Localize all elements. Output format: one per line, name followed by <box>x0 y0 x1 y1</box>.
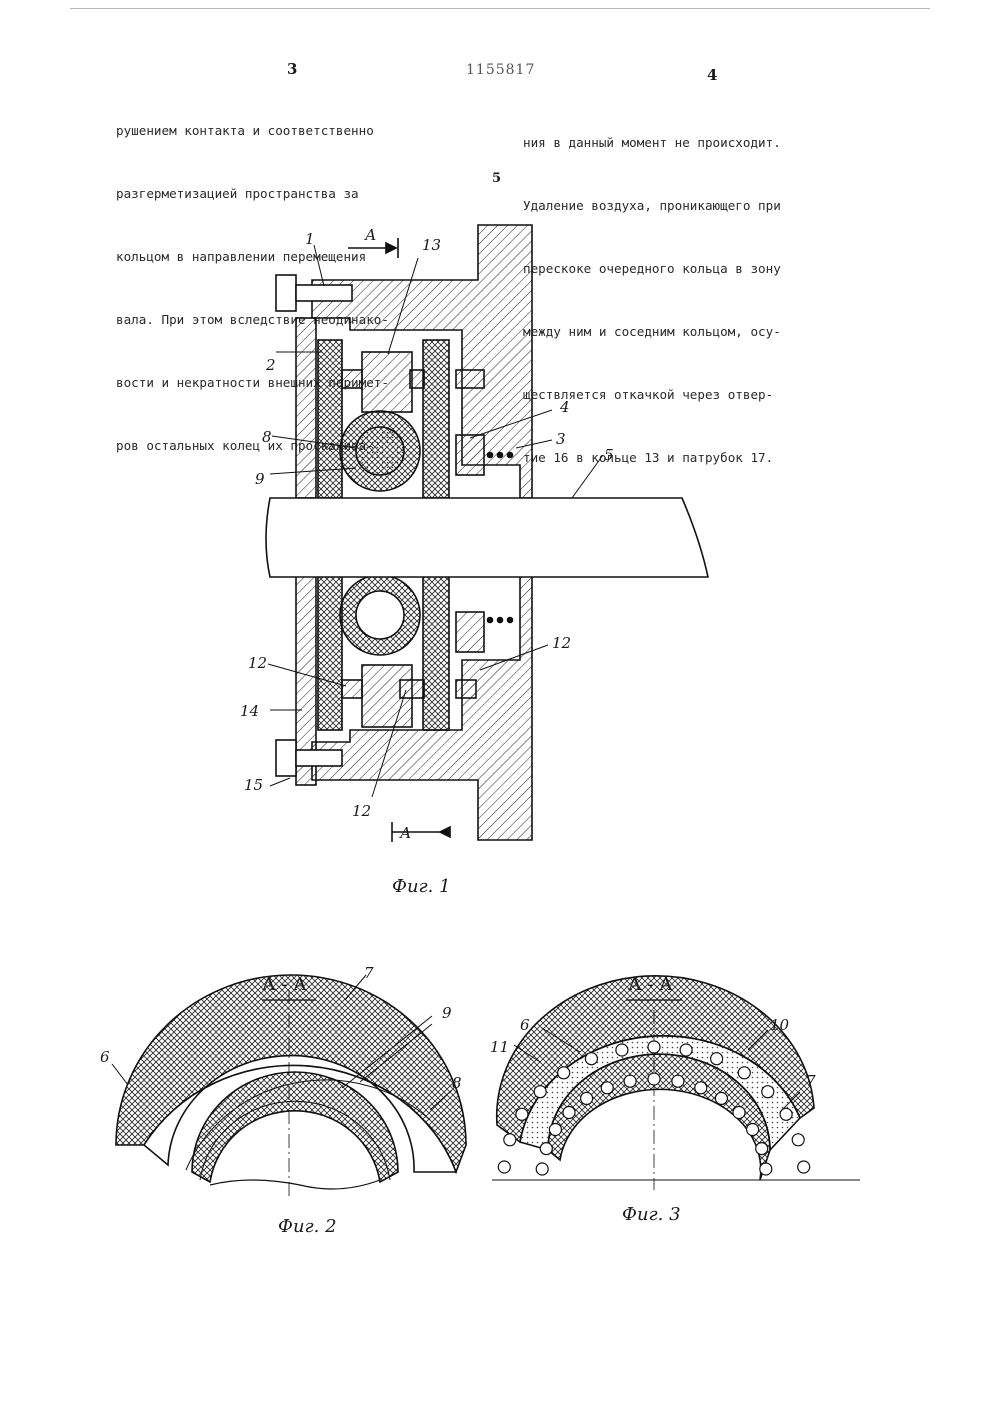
spring-coil <box>581 1092 593 1104</box>
spring-coil <box>715 1092 727 1104</box>
label-1: 1 <box>305 230 315 248</box>
label-9: 9 <box>442 1004 452 1022</box>
spring-coil <box>508 618 513 623</box>
spring-coil <box>733 1107 745 1119</box>
spring-coil <box>711 1053 723 1065</box>
spring-coil <box>798 1161 810 1173</box>
figure-2 <box>112 975 466 1200</box>
figure-2-section-title: А - А <box>262 974 307 995</box>
figure-3-caption: Фиг. 3 <box>622 1204 681 1225</box>
spring-coil <box>508 453 513 458</box>
spring-coil <box>616 1044 628 1056</box>
figure-1-caption: Фиг. 1 <box>392 876 451 897</box>
label-3: 3 <box>556 430 566 448</box>
spring-coil <box>624 1075 636 1087</box>
label-7: 7 <box>806 1072 816 1090</box>
spacer <box>410 370 424 388</box>
label-8: 8 <box>452 1074 462 1092</box>
spacer <box>342 370 362 388</box>
spring-coil <box>738 1067 750 1079</box>
label-6: 6 <box>520 1016 530 1034</box>
label-15: 15 <box>244 776 263 794</box>
spring-coil <box>762 1086 774 1098</box>
label-10: 10 <box>770 1016 790 1034</box>
spring-coil <box>648 1073 660 1085</box>
spring-coil <box>747 1124 759 1136</box>
spring-coil <box>563 1107 575 1119</box>
label-12: 12 <box>552 634 571 652</box>
torus-core-lower <box>356 591 404 639</box>
label-7: 7 <box>364 964 374 982</box>
spring-coil <box>516 1108 528 1120</box>
label-14: 14 <box>240 702 259 720</box>
seal-ring-right-upper <box>423 340 449 498</box>
spring-coil <box>780 1108 792 1120</box>
seal-ring-right-lower <box>423 575 449 730</box>
spring-coil <box>585 1053 597 1065</box>
spacer <box>456 680 476 698</box>
spring-coil <box>488 453 493 458</box>
spring-coil <box>540 1143 552 1155</box>
label-13: 13 <box>422 236 441 254</box>
section-letter: А <box>399 824 411 842</box>
ring-4-upper <box>456 435 484 475</box>
break-line <box>210 1180 380 1189</box>
seal-ring-left-upper <box>318 340 342 498</box>
spring-coil <box>498 1161 510 1173</box>
spring-coil <box>695 1082 707 1094</box>
label-11: 11 <box>490 1038 509 1056</box>
spring-coil <box>549 1124 561 1136</box>
label-5: 5 <box>604 446 614 464</box>
spacer <box>342 680 362 698</box>
spring-coil <box>680 1044 692 1056</box>
label-8: 8 <box>262 428 272 446</box>
label-12: 12 <box>352 802 371 820</box>
spring-coil <box>504 1134 516 1146</box>
spring-coil <box>498 618 503 623</box>
spring-coil <box>672 1075 684 1087</box>
bolt-head <box>276 275 296 311</box>
ring-13-upper <box>362 352 412 412</box>
spring-coil <box>558 1067 570 1079</box>
spring-coil <box>601 1082 613 1094</box>
spring-coil <box>536 1163 548 1175</box>
figure-3-section-title: А - А <box>628 974 673 995</box>
spring-coil <box>648 1041 660 1053</box>
spring-coil <box>534 1086 546 1098</box>
ring-4-lower <box>456 612 484 652</box>
spring-coil <box>792 1134 804 1146</box>
inner-ring <box>192 1072 398 1182</box>
spacer <box>400 680 424 698</box>
bolt-head <box>276 740 296 776</box>
bolt-shank <box>296 285 352 301</box>
seal-ring-left-lower <box>318 575 342 730</box>
figure-1 <box>266 225 708 842</box>
label-2: 2 <box>265 356 276 374</box>
spring-coil <box>760 1163 772 1175</box>
label-9: 9 <box>255 470 265 488</box>
spring-coil <box>488 618 493 623</box>
label-12: 12 <box>248 654 267 672</box>
spring-coil <box>756 1143 768 1155</box>
label-4: 4 <box>559 398 570 416</box>
spring-coil <box>498 453 503 458</box>
label-6: 6 <box>100 1048 110 1066</box>
figure-2-caption: Фиг. 2 <box>278 1216 337 1237</box>
bolt-shank <box>296 750 342 766</box>
section-letter: А <box>364 226 376 244</box>
spacer <box>456 370 484 388</box>
torus-core-upper <box>356 427 404 475</box>
shaft <box>266 498 708 577</box>
